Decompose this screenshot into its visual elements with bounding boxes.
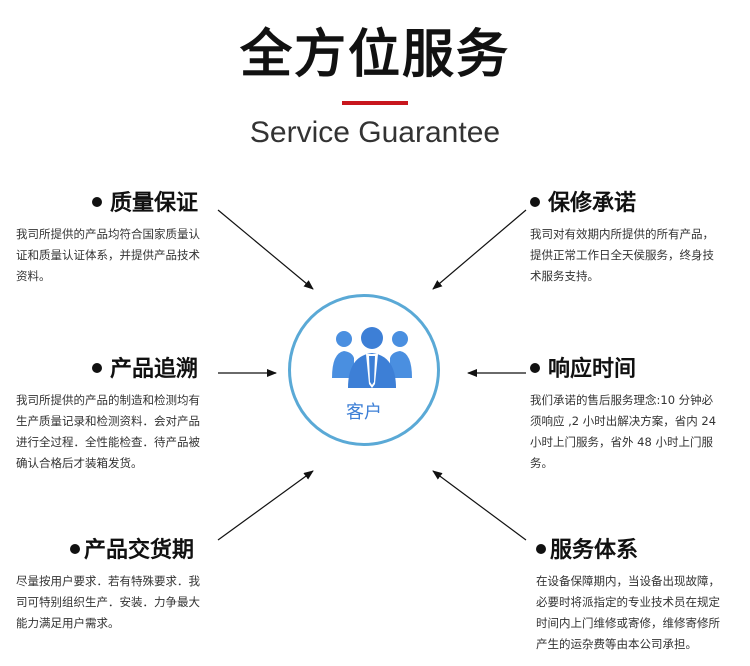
- page-subtitle: Service Guarantee: [249, 116, 501, 149]
- customer-label: 客户: [346, 402, 382, 423]
- arrow-delivery: [217, 470, 314, 541]
- warranty-description: 我司对有效期内所提供的所有产品， 提供正常工作日全天侯服务，终身技 术服务支持。: [530, 227, 714, 283]
- system-title: 服务体系: [550, 538, 639, 563]
- quality-title: 质量保证: [110, 191, 199, 216]
- bullet-icon: [536, 544, 546, 554]
- item-trace: 产品追溯 我司所提供的产品的制造和检测均有 生产质量记录和检测资料．会对产品 进…: [16, 356, 221, 474]
- customers-icon: [332, 327, 412, 388]
- item-quality: 质量保证 我司所提供的产品均符合国家质量认 证和质量认证体系，并提供产品技术 资…: [16, 190, 221, 287]
- system-description: 在设备保障期内，当设备出现故障， 必要时将派指定的专业技术员在规定 时间内上门维…: [536, 574, 720, 651]
- arrow-warranty: [432, 209, 527, 290]
- arrow-system: [432, 470, 527, 541]
- item-system: 服务体系 在设备保障期内，当设备出现故障， 必要时将派指定的专业技术员在规定 时…: [536, 537, 741, 655]
- item-delivery: 产品交货期 尽量按用户要求．若有特殊要求．我 司可特别组织生产．安装．力争最大 …: [16, 537, 221, 634]
- item-warranty: 保修承诺 我司对有效期内所提供的所有产品， 提供正常工作日全天侯服务，终身技 术…: [530, 190, 740, 287]
- delivery-title: 产品交货期: [84, 538, 195, 563]
- delivery-description: 尽量按用户要求．若有特殊要求．我 司可特别组织生产．安装．力争最大 能力满足用户…: [16, 574, 200, 630]
- bullet-icon: [92, 197, 102, 207]
- trace-title: 产品追溯: [110, 357, 199, 382]
- title-divider: [342, 101, 408, 105]
- warranty-title: 保修承诺: [548, 191, 637, 216]
- bullet-icon: [530, 363, 540, 373]
- quality-description: 我司所提供的产品均符合国家质量认 证和质量认证体系，并提供产品技术 资料。: [16, 227, 200, 283]
- bullet-icon: [530, 197, 540, 207]
- item-response: 响应时间 我们承诺的售后服务理念:10 分钟必 须响应 ,2 小时出解决方案，省…: [530, 356, 740, 474]
- response-description: 我们承诺的售后服务理念:10 分钟必 须响应 ,2 小时出解决方案，省内 24 …: [530, 393, 717, 470]
- bullet-icon: [92, 363, 102, 373]
- response-title: 响应时间: [548, 357, 637, 382]
- trace-description: 我司所提供的产品的制造和检测均有 生产质量记录和检测资料．会对产品 进行全过程．…: [16, 393, 200, 470]
- bullet-icon: [70, 544, 80, 554]
- page-title: 全方位服务: [239, 25, 510, 85]
- arrow-quality: [217, 209, 314, 290]
